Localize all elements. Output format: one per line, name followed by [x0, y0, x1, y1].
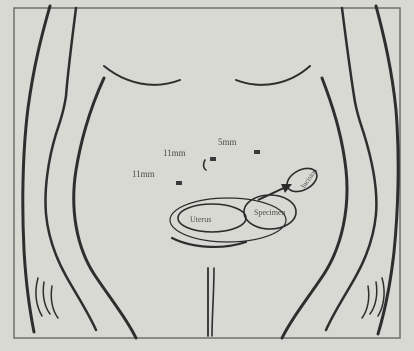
port-11mm-left-label: 11mm [132, 169, 155, 179]
lower-abdomen-arc [172, 238, 246, 247]
extraction-arrow [258, 184, 292, 200]
port-5mm-marker [254, 150, 260, 154]
right-torso-side [282, 78, 347, 338]
midline-2 [212, 268, 214, 336]
right-arm-outer [376, 6, 398, 334]
torso-outline [23, 6, 398, 338]
pelvic-outline [170, 198, 286, 242]
left-torso-side [74, 78, 136, 338]
left-forearm [45, 134, 96, 330]
organ-bubbles [170, 164, 321, 242]
left-rib-line [104, 66, 180, 85]
port-11mm-upper-label: 11mm [163, 148, 186, 158]
left-arm-inner [56, 8, 76, 134]
right-rib-line [236, 66, 310, 85]
port-11mm-left-marker [176, 181, 182, 185]
navel [204, 160, 206, 170]
specimen-label: Specimen [254, 208, 286, 217]
incision-outline [283, 164, 321, 197]
left-hand [36, 278, 58, 318]
port-markers [176, 150, 260, 185]
uterus-outline [178, 204, 246, 232]
port-11mm-upper-marker [210, 157, 216, 161]
port-5mm-label: 5mm [218, 137, 237, 147]
right-arm-inner [342, 8, 364, 134]
right-hand [362, 278, 384, 318]
uterus-label: Uterus [190, 215, 211, 224]
